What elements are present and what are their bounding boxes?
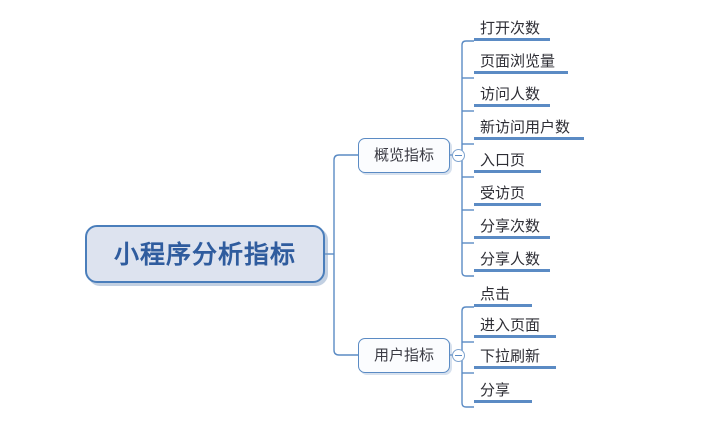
leaf-node-label: 页面浏览量 bbox=[480, 52, 556, 70]
leaf-node-label: 下拉刷新 bbox=[480, 347, 541, 365]
leaf-node-label: 分享次数 bbox=[480, 217, 541, 235]
leaf-underline bbox=[474, 137, 584, 140]
leaf-underline bbox=[474, 269, 550, 272]
leaf-underline bbox=[474, 38, 550, 41]
leaf-underline bbox=[474, 203, 541, 206]
branch-node-label: 概览指标 bbox=[373, 146, 434, 164]
root-node-label: 小程序分析指标 bbox=[113, 239, 296, 269]
branch-node-label: 用户指标 bbox=[373, 346, 434, 364]
root-node[interactable]: 小程序分析指标 bbox=[85, 225, 325, 283]
leaf-node-label: 受访页 bbox=[480, 184, 526, 202]
leaf-underline bbox=[474, 304, 532, 307]
leaf-underline bbox=[474, 236, 550, 239]
leaf-underline bbox=[474, 170, 541, 173]
leaf-node-label: 点击 bbox=[480, 285, 511, 303]
collapse-minus-icon[interactable] bbox=[452, 349, 465, 362]
collapse-minus-icon[interactable] bbox=[452, 149, 465, 162]
leaf-node-label: 分享 bbox=[480, 381, 511, 399]
leaf-underline bbox=[474, 335, 556, 338]
leaf-underline bbox=[474, 104, 550, 107]
leaf-node-label: 进入页面 bbox=[480, 316, 541, 334]
leaf-node-label: 访问人数 bbox=[480, 85, 541, 103]
leaf-underline bbox=[474, 400, 532, 403]
leaf-node-label: 新访问用户数 bbox=[480, 118, 571, 136]
branch-node-user[interactable]: 用户指标 bbox=[358, 338, 450, 373]
leaf-node-label: 入口页 bbox=[480, 151, 526, 169]
branch-node-overview[interactable]: 概览指标 bbox=[358, 138, 450, 173]
leaf-underline bbox=[474, 366, 556, 369]
leaf-node-label: 打开次数 bbox=[480, 19, 541, 37]
leaf-underline bbox=[474, 71, 568, 74]
leaf-node-label: 分享人数 bbox=[480, 250, 541, 268]
